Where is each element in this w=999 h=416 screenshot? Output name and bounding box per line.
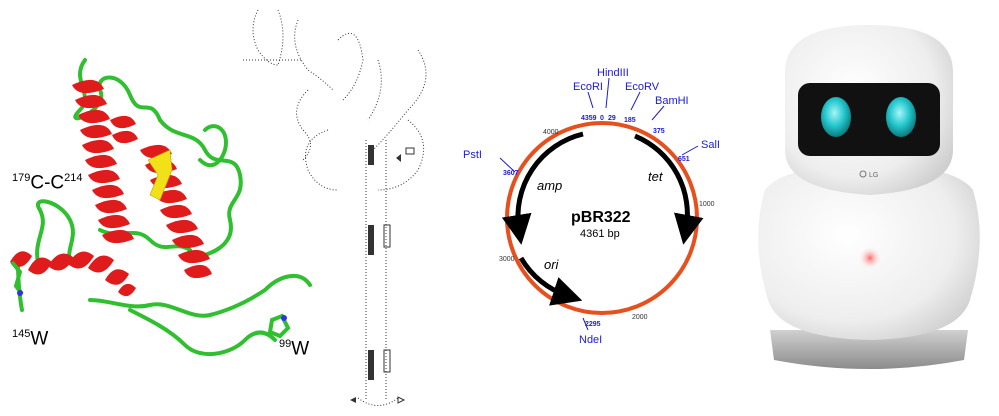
- robot-right-eye: [886, 97, 916, 137]
- pos-ecori: 4359: [581, 115, 597, 122]
- tet-gene-arrow: [634, 133, 704, 245]
- rna-secondary-structure-diagram: [243, 9, 427, 406]
- disulfide-label: 179C-C214: [12, 172, 83, 194]
- pos-hindiii: 29: [608, 115, 616, 122]
- plasmid-name: pBR322: [571, 209, 631, 226]
- robot-face-screen: [798, 83, 940, 156]
- site-sali: SalI: [701, 139, 720, 151]
- scale-1000: 1000: [699, 201, 715, 208]
- pos-sali: 651: [678, 156, 690, 163]
- pos-psti: 3607: [503, 170, 519, 177]
- ori-label: ori: [544, 257, 560, 272]
- site-ecori: EcoRI: [573, 81, 603, 93]
- site-ndei: NdeI: [579, 334, 602, 346]
- lg-logo-icon: [859, 170, 867, 178]
- robot-left-eye: [821, 97, 851, 137]
- robot-image: LG: [758, 25, 980, 369]
- pos-zero: 0: [600, 115, 604, 122]
- plasmid-size: 4361 bp: [580, 228, 620, 240]
- ori-arrow: [518, 256, 583, 306]
- site-hindiii: HindIII: [597, 67, 629, 79]
- protein-structure-panel: 179C-C214 145W 99W: [0, 0, 330, 416]
- w99-label: 99W: [279, 338, 310, 360]
- amp-gene-arrow: [501, 131, 584, 245]
- scale-2000: 2000: [632, 314, 648, 321]
- robot-status-light: [858, 246, 882, 270]
- site-bamhi: BamHI: [655, 95, 689, 107]
- robot-photo-panel: LG: [740, 0, 999, 416]
- plasmid-map-panel: amp tet ori pBR322 4361 bp 4000 1000 200…: [445, 0, 735, 416]
- site-ecorv: EcoRV: [625, 81, 660, 93]
- pos-ecorv: 185: [624, 117, 636, 124]
- tet-label: tet: [648, 169, 664, 184]
- plasmid-map: amp tet ori pBR322 4361 bp 4000 1000 200…: [463, 67, 720, 346]
- pos-bamhi: 375: [653, 128, 665, 135]
- scale-3000: 3000: [499, 256, 515, 263]
- scale-4000: 4000: [543, 129, 559, 136]
- protein-ribbon-image: [10, 58, 312, 357]
- robot-brand: LG: [869, 172, 878, 179]
- site-psti: PstI: [463, 149, 482, 161]
- rna-structure-panel: [228, 0, 458, 416]
- pos-ndei: 2295: [585, 321, 601, 328]
- robot-base: [770, 330, 968, 369]
- w145-label: 145W: [12, 328, 49, 350]
- amp-label: amp: [537, 178, 562, 193]
